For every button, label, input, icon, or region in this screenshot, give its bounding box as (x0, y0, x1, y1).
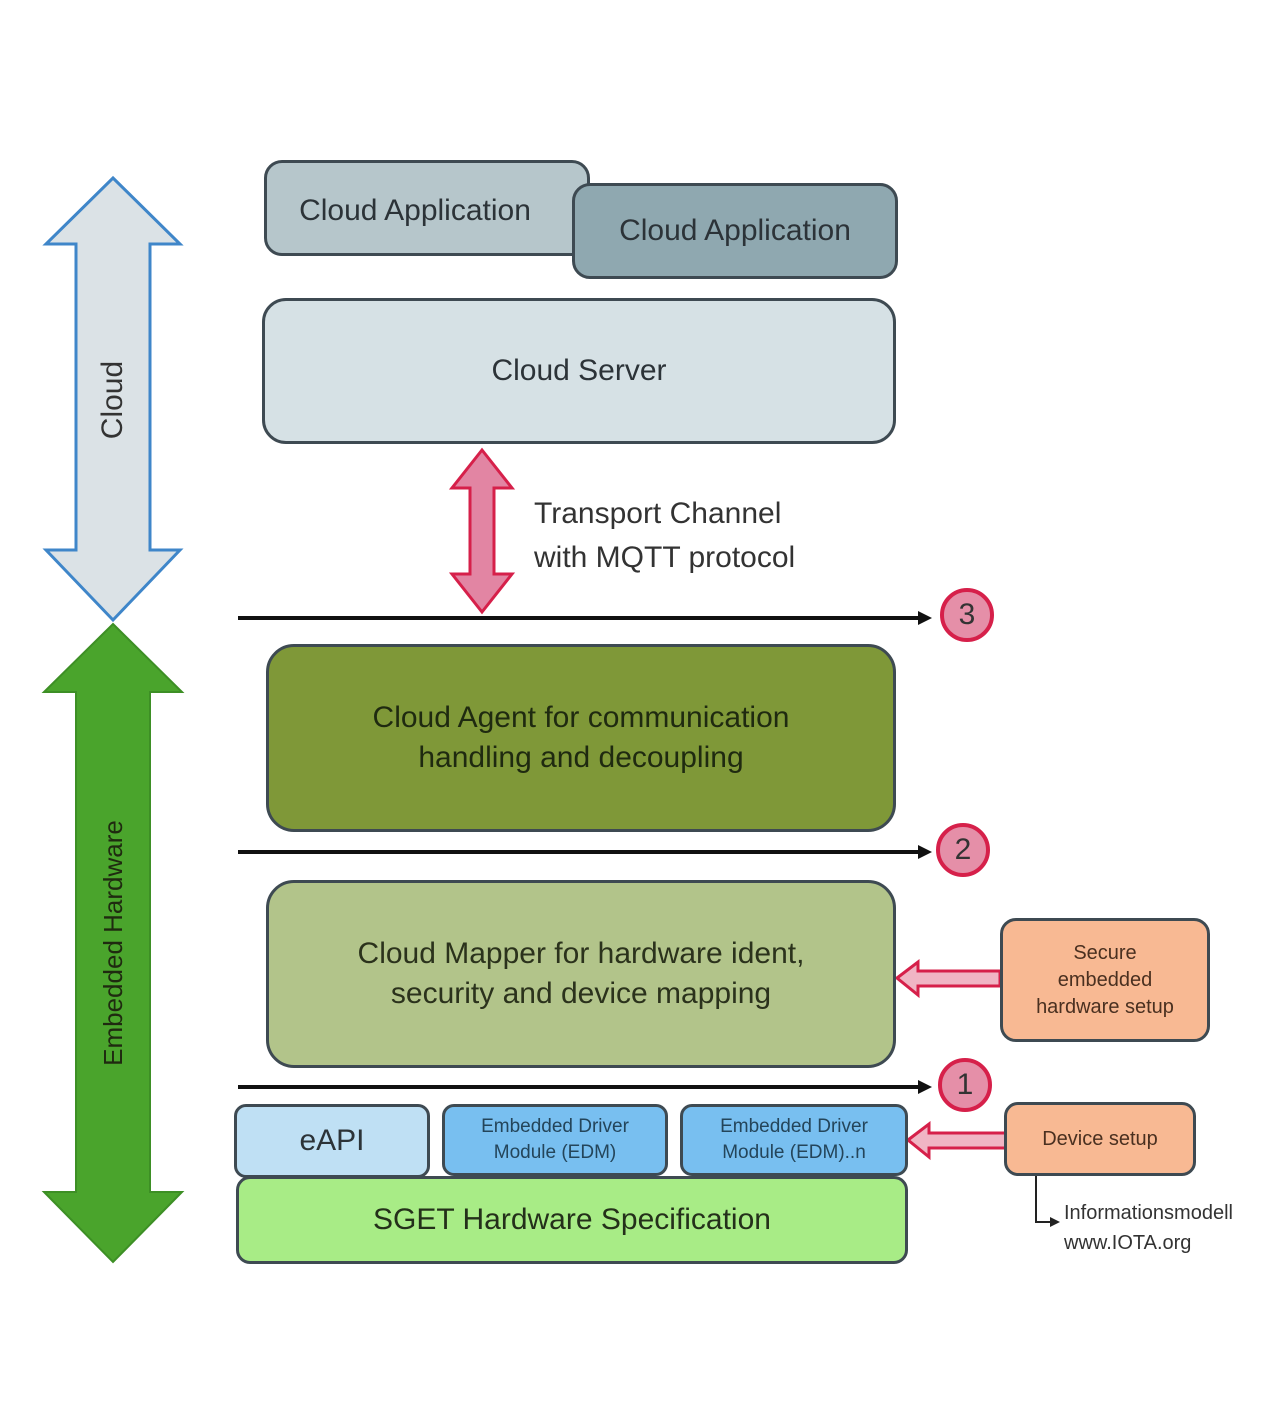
device-setup-box: Device setup (1004, 1102, 1196, 1176)
cloud-double-arrow (42, 175, 184, 623)
info-model-line-2: www.IOTA.org (1064, 1232, 1192, 1254)
cloud-agent-box: Cloud Agent for communication handling a… (266, 644, 896, 832)
edm-box-n: Embedded Driver Module (EDM)..n (680, 1104, 908, 1176)
edm-box-1: Embedded Driver Module (EDM) (442, 1104, 668, 1176)
cloud-server-box: Cloud Server (262, 298, 896, 444)
boundary-line-2 (238, 845, 932, 859)
secure-setup-arrow (894, 958, 1002, 999)
sget-spec-box: SGET Hardware Specification (236, 1176, 908, 1264)
embedded-side-label: Embedded Hardware (98, 820, 128, 1066)
boundary-line-3 (238, 611, 932, 625)
boundary-badge-2: 2 (936, 823, 990, 877)
info-model-note: Informationsmodell www.IOTA.org (1064, 1198, 1233, 1258)
cloud-application-box-2: Cloud Application (572, 183, 898, 279)
boundary-line-1 (238, 1080, 932, 1094)
boundary-badge-3: 3 (940, 588, 994, 642)
transport-channel-line-1: Transport Channel (534, 497, 782, 530)
cloud-side-label: Cloud (96, 360, 129, 440)
cloud-mapper-box: Cloud Mapper for hardware ident, securit… (266, 880, 896, 1068)
transport-channel-line-2: with MQTT protocol (534, 541, 796, 574)
embedded-double-arrow (41, 622, 185, 1264)
info-model-connector (1035, 1176, 1060, 1227)
transport-channel-label: Transport Channel with MQTT protocol (534, 492, 795, 580)
info-model-line-1: Informationsmodell (1064, 1202, 1233, 1224)
transport-double-arrow (448, 447, 516, 615)
secure-setup-box: Secure embedded hardware setup (1000, 918, 1210, 1042)
boundary-badge-1: 1 (938, 1058, 992, 1112)
device-setup-arrow (905, 1120, 1008, 1161)
cloud-application-box-1: Cloud Application (264, 160, 590, 256)
eapi-box: eAPI (234, 1104, 430, 1178)
